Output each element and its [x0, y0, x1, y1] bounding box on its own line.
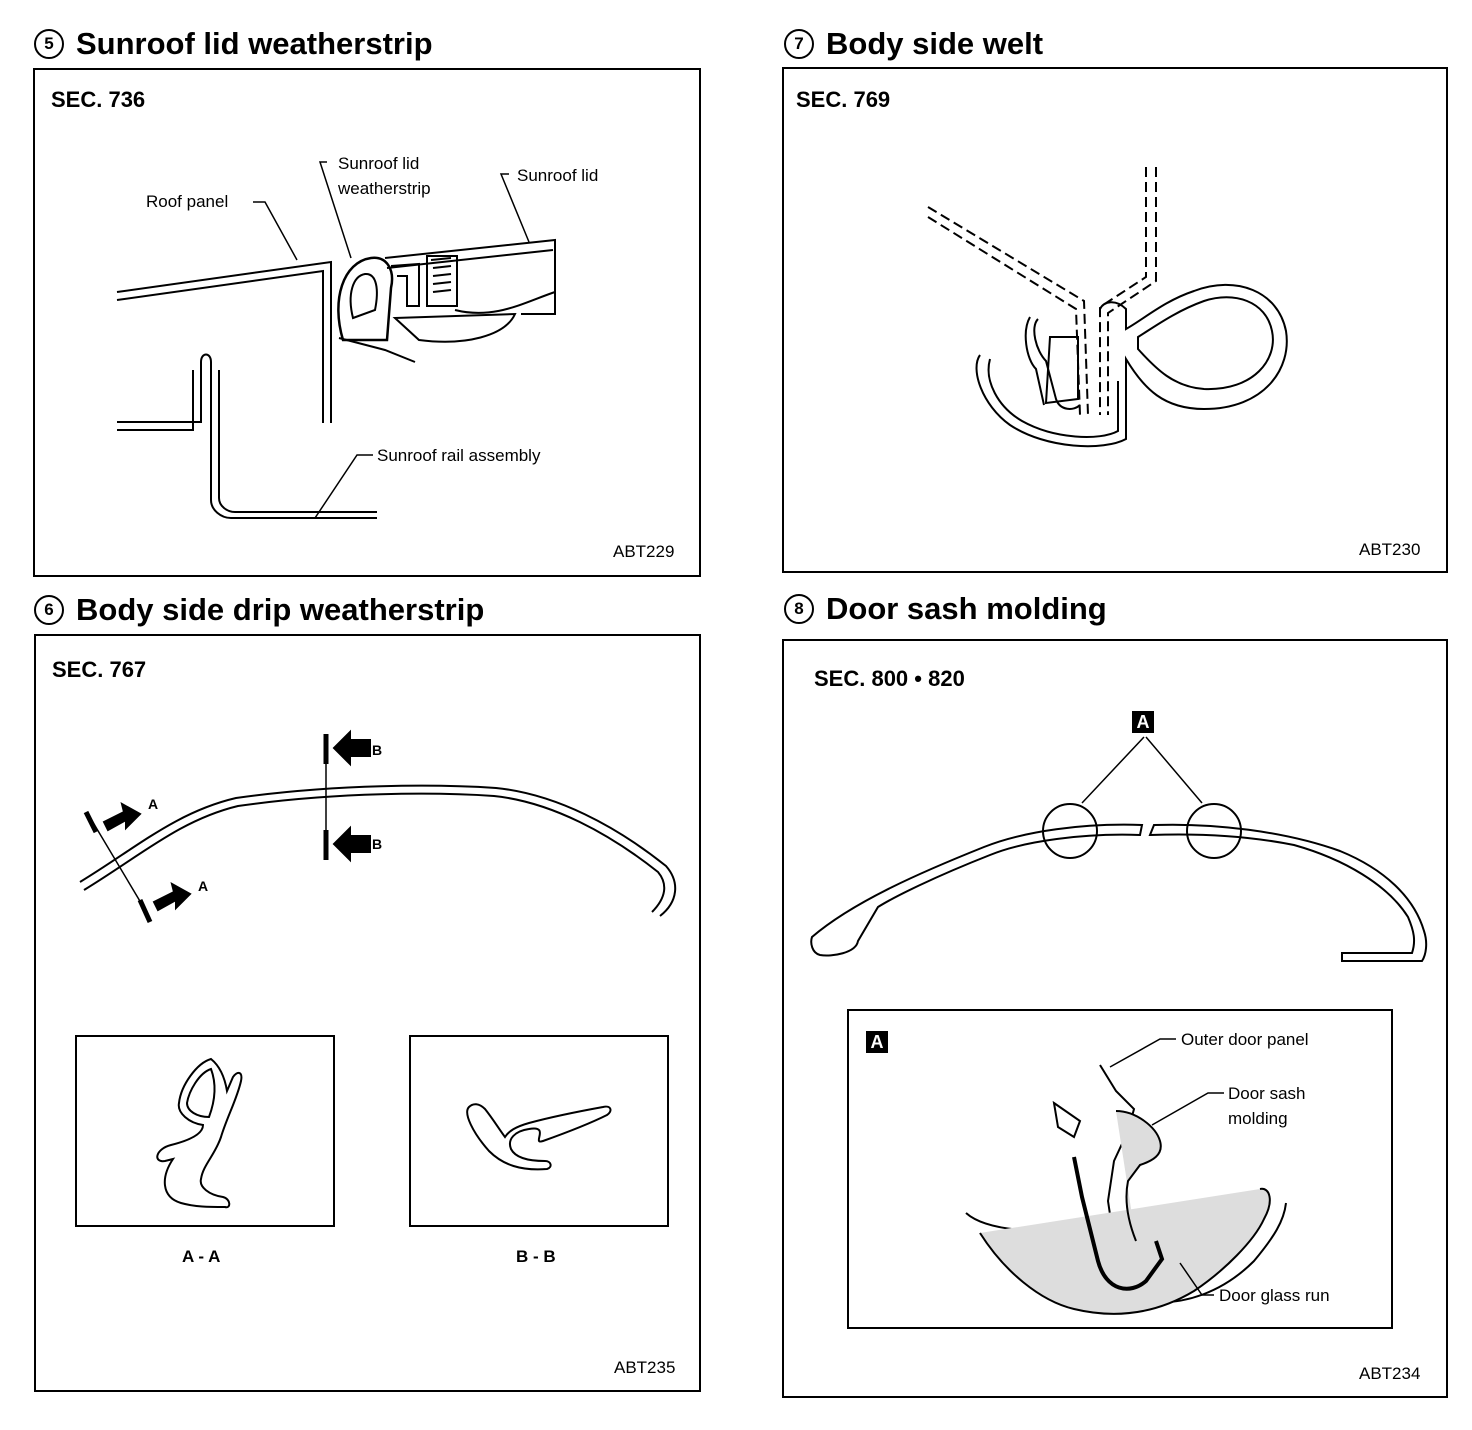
- section-number-7: 7: [784, 29, 814, 59]
- section-number-6: 6: [34, 595, 64, 625]
- label-door-sash-molding: Door sash molding: [1228, 1084, 1306, 1128]
- section-mark-a: A: [198, 878, 209, 894]
- heading-title: Body side drip weatherstrip: [76, 592, 485, 627]
- section-code: SEC. 767: [52, 657, 147, 682]
- section-view-b-b: [409, 1035, 669, 1227]
- label-sunroof-lid-weatherstrip: Sunroof lid weatherstrip: [338, 154, 431, 198]
- section-code: SEC. 769: [796, 87, 891, 112]
- panel-door-sash-molding: SEC. 800 • 820 A A Outer door panel Door…: [782, 639, 1448, 1398]
- detail-view-a: A: [847, 1009, 1393, 1329]
- section-b-b-profile: [466, 1103, 612, 1171]
- caption-section-b-b: B - B: [516, 1247, 556, 1266]
- heading-door-sash-molding: 8 Door sash molding: [784, 591, 1107, 627]
- figure-code: ABT230: [1359, 540, 1421, 559]
- section-mark-a: A: [148, 796, 159, 812]
- heading-body-side-welt: 7 Body side welt: [784, 26, 1043, 62]
- label-sunroof-rail-assembly: Sunroof rail assembly: [377, 446, 541, 465]
- detail-marker-a: A: [866, 1031, 888, 1053]
- figure-code: ABT235: [614, 1358, 676, 1377]
- section-mark-b: B: [372, 836, 383, 852]
- figure-code: ABT234: [1359, 1364, 1421, 1383]
- figure-code: ABT229: [613, 542, 675, 561]
- panel-body-side-welt: SEC. 769 ABT230: [782, 67, 1448, 573]
- section-a-a-profile: [156, 1057, 243, 1209]
- drip-weatherstrip-illustration: [79, 729, 677, 924]
- caption-section-a-a: A - A: [182, 1247, 221, 1266]
- section-code: SEC. 736: [51, 87, 146, 112]
- detail-marker-a: A: [1132, 711, 1154, 733]
- panel-body-side-drip-weatherstrip: SEC. 767 A A B B A - A B - B ABT235: [34, 634, 701, 1392]
- label-sunroof-lid: Sunroof lid: [517, 166, 599, 185]
- body-side-welt-illustration: [927, 167, 1288, 448]
- section-view-a-a: [75, 1035, 335, 1227]
- heading-sunroof-lid-weatherstrip: 5 Sunroof lid weatherstrip: [34, 26, 433, 62]
- section-mark-b: B: [372, 742, 383, 758]
- sunroof-weatherstrip-illustration: [116, 161, 556, 519]
- section-number-5: 5: [34, 29, 64, 59]
- label-roof-panel: Roof panel: [146, 192, 229, 211]
- label-outer-door-panel: Outer door panel: [1181, 1030, 1309, 1049]
- door-sash-molding-illustration: [810, 736, 1428, 1315]
- heading-body-side-drip-weatherstrip: 6 Body side drip weatherstrip: [34, 592, 484, 628]
- panel-sunroof-lid-weatherstrip: SEC. 736 Roof panel Sunroof lid weathers…: [33, 68, 701, 577]
- heading-title: Body side welt: [826, 26, 1044, 61]
- heading-title: Door sash molding: [826, 591, 1107, 626]
- section-code: SEC. 800 • 820: [814, 666, 965, 691]
- heading-title: Sunroof lid weatherstrip: [76, 26, 433, 61]
- label-door-glass-run: Door glass run: [1219, 1286, 1330, 1305]
- section-number-8: 8: [784, 594, 814, 624]
